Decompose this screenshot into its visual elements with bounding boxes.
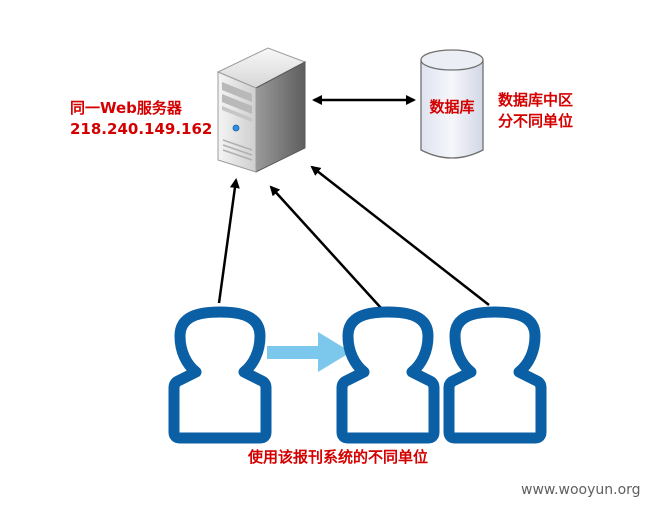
user-2-to-server-arrow: [269, 185, 382, 309]
watermark: www.wooyun.org: [521, 482, 641, 498]
database-label: 数据库: [429, 98, 474, 116]
user-icon: [443, 306, 547, 444]
server-ip: 218.240.149.162: [70, 120, 213, 138]
user-icon: [336, 306, 440, 444]
users-caption: 使用该报刊系统的不同单位: [248, 448, 429, 466]
database-note-line-2: 分不同单位: [498, 112, 574, 130]
database-note: 数据库中区 分不同单位: [498, 90, 573, 132]
server-label: 同一Web服务器 218.240.149.162: [70, 98, 212, 140]
user-3-to-server-arrow: [310, 165, 490, 306]
transfer-arrow: [267, 332, 351, 372]
database-cylinder-icon: [420, 49, 484, 159]
user-icon: [168, 306, 272, 444]
server-name: 同一Web服务器: [70, 99, 182, 117]
database-note-line-1: 数据库中区: [498, 91, 574, 109]
server-tower-icon: [216, 47, 307, 173]
user-1-to-server-arrow: [217, 178, 240, 304]
